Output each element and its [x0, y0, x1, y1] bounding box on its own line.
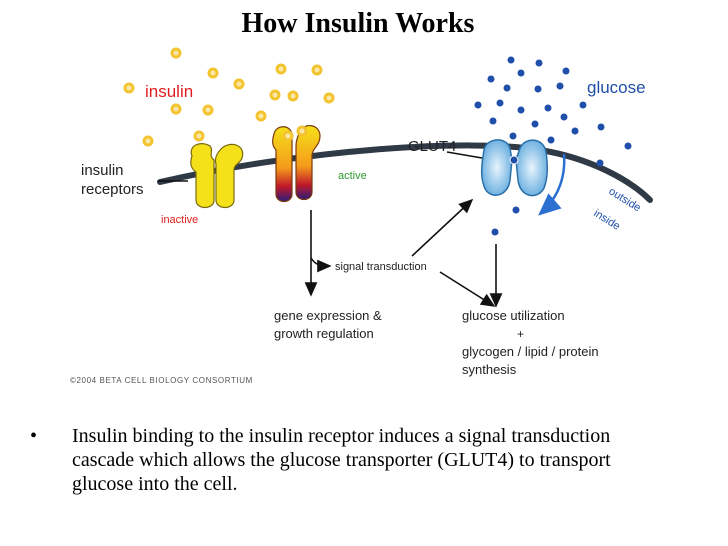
- signal-to-glut4-arrow: [411, 198, 474, 257]
- plus-label: +: [517, 327, 524, 341]
- bound-insulin: [282, 125, 308, 142]
- signal-transduction-label: signal transduction: [335, 261, 427, 273]
- active-label: active: [338, 170, 367, 182]
- glucose-label: glucose: [587, 78, 646, 97]
- glycogen-label-line2: synthesis: [462, 362, 517, 377]
- gene-expression-label-line1: gene expression &: [274, 308, 382, 323]
- copyright-label: ©2004 BETA CELL BIOLOGY CONSORTIUM: [70, 376, 253, 385]
- insulin-molecules: [123, 47, 335, 147]
- glut4-label: GLUT4: [408, 138, 456, 155]
- inactive-receptor: [190, 143, 244, 209]
- receptors-label-line2: receptors: [81, 181, 144, 198]
- glut4-pointer-line: [446, 151, 483, 159]
- insulin-label: insulin: [145, 82, 193, 101]
- bullet-text: Insulin binding to the insulin receptor …: [72, 425, 611, 495]
- inside-label: inside: [591, 207, 622, 232]
- glucose-utilization-label: glucose utilization: [462, 308, 565, 323]
- inactive-label: inactive: [161, 214, 198, 226]
- glut4-transporter: [480, 139, 549, 197]
- glucose-uptake-arrow: [538, 153, 566, 216]
- glucose-molecules: [474, 56, 632, 236]
- receptors-label-line1: insulin: [81, 162, 124, 179]
- glycogen-label-line1: glycogen / lipid / protein: [462, 344, 599, 359]
- signal-to-utilization-arrow: [439, 271, 496, 307]
- page-title: How Insulin Works: [241, 8, 475, 39]
- signal-branch-arrow: [310, 257, 332, 273]
- gene-expression-label-line2: growth regulation: [274, 326, 374, 341]
- active-receptor: [272, 125, 321, 203]
- bullet-symbol: •: [30, 425, 38, 447]
